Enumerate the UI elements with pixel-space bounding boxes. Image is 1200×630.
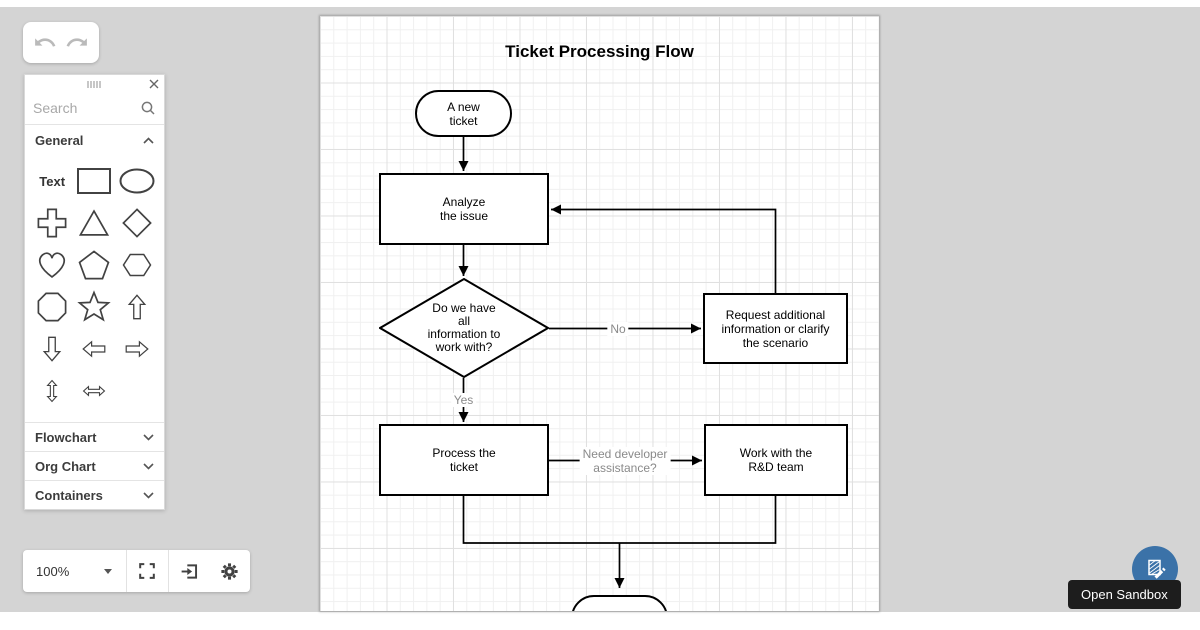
pentagon-icon xyxy=(79,250,110,280)
node-start[interactable]: A new ticket xyxy=(415,90,512,137)
shape-text[interactable]: Text xyxy=(31,160,73,202)
undo-icon xyxy=(34,38,56,47)
node-end[interactable] xyxy=(571,595,668,611)
section-label: General xyxy=(35,133,84,148)
redo-button[interactable] xyxy=(65,30,90,55)
arrow-up-icon xyxy=(127,294,147,320)
search-input[interactable] xyxy=(33,99,136,116)
heart-icon xyxy=(39,252,66,278)
redo-icon xyxy=(66,38,88,47)
shape-star[interactable] xyxy=(73,286,115,328)
section-label: Org Chart xyxy=(35,458,96,474)
node-request[interactable]: Request additional information or clarif… xyxy=(703,293,848,364)
decision-diamond-shape xyxy=(378,277,550,379)
section-flowchart[interactable]: Flowchart xyxy=(25,422,164,451)
arrow-left-icon xyxy=(82,340,106,358)
zoom-toolbar: 100% xyxy=(23,550,250,592)
chevron-down-icon xyxy=(143,433,154,441)
section-containers[interactable]: Containers xyxy=(25,480,164,509)
close-icon xyxy=(149,79,159,89)
octagon-icon xyxy=(37,292,67,322)
open-in-editor-button[interactable] xyxy=(169,550,210,592)
shape-ellipse[interactable] xyxy=(116,160,158,202)
section-general[interactable]: General xyxy=(25,125,164,156)
drag-handle-icon[interactable] xyxy=(87,81,102,88)
shape-grid: Text xyxy=(25,156,164,422)
divider xyxy=(126,550,127,592)
shape-arrow-left[interactable] xyxy=(73,328,115,370)
edge-label-assistance[interactable]: Need developer assistance? xyxy=(579,446,671,475)
arrow-right-icon xyxy=(125,340,149,358)
shape-palette: General Text xyxy=(24,74,165,510)
node-decision[interactable]: Do we have all information to work with? xyxy=(378,277,550,379)
edge-label-yes[interactable]: Yes xyxy=(450,393,477,407)
triangle-icon xyxy=(79,209,110,236)
shape-arrow-right[interactable] xyxy=(116,328,158,370)
section-label: Flowchart xyxy=(35,429,97,445)
diagram-title: Ticket Processing Flow xyxy=(505,42,694,61)
shape-cross[interactable] xyxy=(31,202,73,244)
section-org-chart[interactable]: Org Chart xyxy=(25,451,164,480)
chevron-up-icon xyxy=(143,137,154,144)
node-rnd[interactable]: Work with the R&D team xyxy=(704,424,848,496)
chevron-down-icon xyxy=(143,462,154,470)
shape-arrow-left-right[interactable] xyxy=(73,370,115,412)
tooltip-label: Open Sandbox xyxy=(1081,587,1168,602)
shape-pentagon[interactable] xyxy=(73,244,115,286)
settings-button[interactable] xyxy=(209,550,250,592)
diamond-icon xyxy=(122,208,152,238)
caret-down-icon xyxy=(104,568,112,574)
divider xyxy=(167,550,169,592)
shape-rectangle[interactable] xyxy=(73,160,115,202)
shape-heart[interactable] xyxy=(31,244,73,286)
decision-label: Do we have all information to work with? xyxy=(427,301,501,354)
close-palette-button[interactable] xyxy=(148,78,160,90)
hexagon-icon xyxy=(122,253,152,277)
arrow-up-down-icon xyxy=(46,379,58,403)
text-shape-label: Text xyxy=(39,173,66,189)
gear-icon xyxy=(221,562,238,580)
shape-octagon[interactable] xyxy=(31,286,73,328)
diagram-canvas[interactable]: Ticket Processing Flow A new ticket Anal… xyxy=(320,16,879,611)
ellipse-icon xyxy=(119,168,155,194)
node-analyze[interactable]: Analyze the issue xyxy=(379,173,549,245)
codesandbox-edit-icon xyxy=(1148,559,1166,579)
fullscreen-button[interactable] xyxy=(127,550,168,592)
open-sandbox-tooltip[interactable]: Open Sandbox xyxy=(1068,580,1181,609)
shape-arrow-up[interactable] xyxy=(116,286,158,328)
chevron-down-icon xyxy=(143,491,154,499)
undo-redo-toolbar xyxy=(23,22,99,63)
section-label: Containers xyxy=(35,487,103,503)
arrow-down-icon xyxy=(42,336,62,362)
palette-header xyxy=(25,75,164,91)
zoom-level-select[interactable]: 100% xyxy=(23,550,126,592)
arrow-left-right-icon xyxy=(83,385,106,397)
cross-icon xyxy=(37,208,67,238)
undo-button[interactable] xyxy=(32,30,57,55)
shape-hexagon[interactable] xyxy=(116,244,158,286)
shape-arrow-up-down[interactable] xyxy=(31,370,73,412)
palette-search xyxy=(25,91,164,125)
zoom-level-value: 100% xyxy=(36,563,70,579)
search-icon xyxy=(141,101,155,115)
fullscreen-icon xyxy=(139,563,156,579)
shape-triangle[interactable] xyxy=(73,202,115,244)
shape-arrow-down[interactable] xyxy=(31,328,73,370)
star-icon xyxy=(77,290,112,322)
node-process[interactable]: Process the ticket xyxy=(379,424,549,496)
exit-to-app-icon xyxy=(181,563,197,579)
rectangle-icon xyxy=(77,168,112,194)
edge-label-no[interactable]: No xyxy=(607,321,629,336)
shape-diamond[interactable] xyxy=(116,202,158,244)
